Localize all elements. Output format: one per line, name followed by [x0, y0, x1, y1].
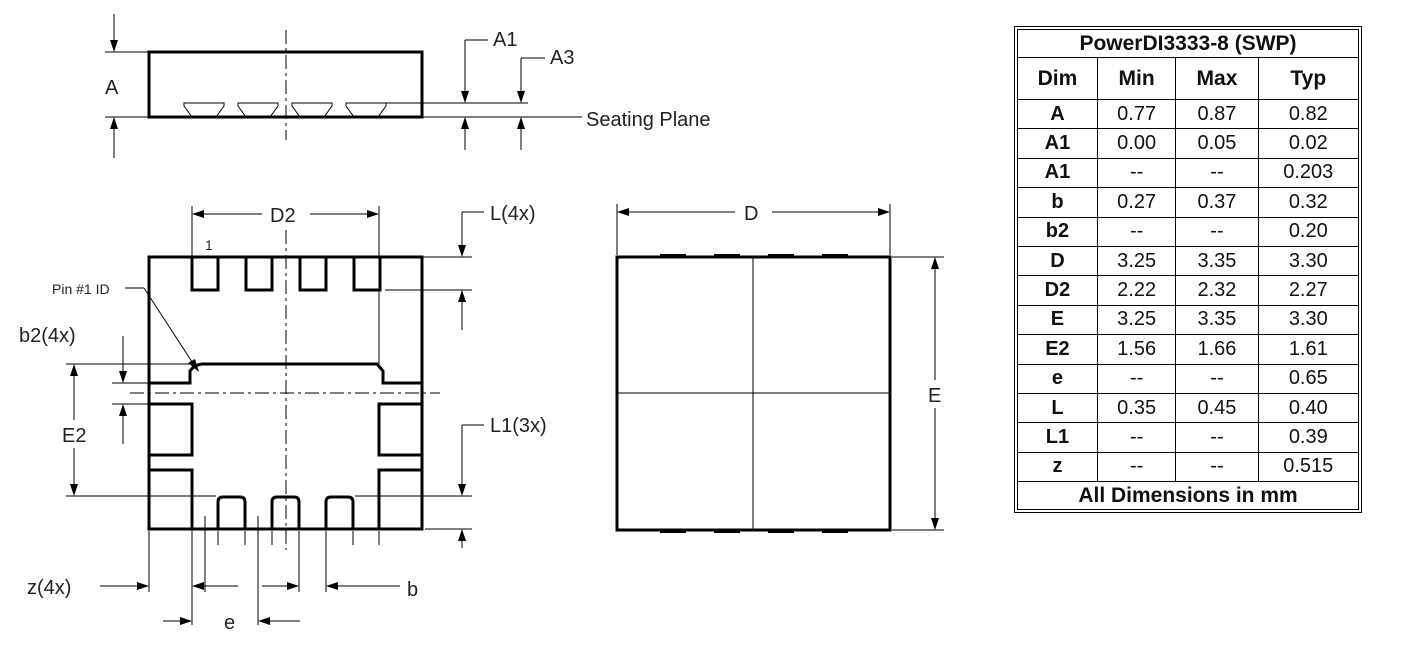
table-row: b2----0.20	[1017, 216, 1360, 247]
table-cell: 1.61	[1257, 334, 1360, 365]
table-cell: --	[1175, 216, 1259, 247]
table-cell: 0.37	[1175, 187, 1259, 218]
top-view: D E	[615, 203, 944, 533]
table-cell: 0.77	[1096, 98, 1177, 130]
table-header-typ: Typ	[1257, 57, 1360, 100]
table-cell: 0.45	[1175, 392, 1259, 424]
dim-label-A: A	[105, 77, 119, 99]
table-row: L1----0.39	[1017, 422, 1360, 453]
table-cell: 0.05	[1175, 128, 1259, 159]
table-cell: --	[1096, 216, 1177, 247]
table-cell: b2	[1017, 216, 1098, 247]
table-cell: 0.82	[1257, 98, 1360, 130]
table-cell: --	[1175, 422, 1259, 453]
table-cell: 2.32	[1175, 275, 1259, 306]
bottom-view: 1 D2 L(4x) Pin #1 ID b2(4x)	[19, 203, 547, 634]
dim-label-A3: A3	[550, 47, 574, 69]
table-row: A1----0.203	[1017, 157, 1360, 189]
table-cell: 0.40	[1257, 392, 1360, 424]
table-cell: 0.87	[1175, 98, 1259, 130]
table-cell: b	[1017, 187, 1098, 218]
side-view: A A1 A3 Seating Plane	[105, 14, 711, 158]
side-view-leads	[183, 102, 387, 118]
pin-1-number: 1	[205, 237, 213, 253]
table-cell: 0.32	[1257, 187, 1360, 218]
table-cell: 1.56	[1096, 334, 1177, 365]
table-cell: L	[1017, 392, 1098, 424]
table-cell: 0.27	[1096, 187, 1177, 218]
table-row: e----0.65	[1017, 363, 1360, 394]
table-cell: --	[1175, 451, 1259, 483]
dim-label-D: D	[744, 203, 758, 225]
dim-label-L-4x: L(4x)	[490, 203, 536, 225]
top-pads	[190, 255, 382, 292]
dim-label-E: E	[928, 385, 941, 407]
table-row: z----0.515	[1017, 451, 1360, 483]
table-cell: 3.30	[1257, 245, 1360, 277]
table-cell: A1	[1017, 157, 1098, 189]
table-footer: All Dimensions in mm	[1017, 481, 1359, 511]
table-cell: 0.00	[1096, 128, 1177, 159]
table-cell: D	[1017, 245, 1098, 277]
table-header-max: Max	[1175, 57, 1259, 100]
table-cell: 0.39	[1257, 422, 1360, 453]
table-header-min: Min	[1096, 57, 1177, 100]
table-cell: z	[1017, 451, 1098, 483]
table-cell: 0.203	[1257, 157, 1360, 189]
table-cell: A1	[1017, 128, 1098, 159]
table-cell: L1	[1017, 422, 1098, 453]
table-cell: A	[1017, 98, 1098, 130]
dim-label-b: b	[407, 579, 418, 601]
table-cell: e	[1017, 363, 1098, 394]
table-cell: E2	[1017, 334, 1098, 365]
dim-label-b2-4x: b2(4x)	[19, 325, 76, 347]
bottom-pads	[216, 495, 355, 529]
pin-1-id-label: Pin #1 ID	[52, 281, 110, 297]
table-cell: 3.35	[1175, 304, 1259, 336]
table-cell: 3.35	[1175, 245, 1259, 277]
table-cell: 0.35	[1096, 392, 1177, 424]
dim-label-D2: D2	[270, 205, 296, 227]
table-cell: --	[1096, 451, 1177, 483]
table-cell: --	[1175, 157, 1259, 189]
table-cell: 2.22	[1096, 275, 1177, 306]
table-cell: 1.66	[1175, 334, 1259, 365]
table-cell: 0.65	[1257, 363, 1360, 394]
dim-label-E2: E2	[62, 425, 86, 447]
table-cell: 0.515	[1257, 451, 1360, 483]
table-cell: 3.30	[1257, 304, 1360, 336]
table-cell: --	[1096, 157, 1177, 189]
table-cell: 0.20	[1257, 216, 1360, 247]
table-cell: D2	[1017, 275, 1098, 306]
dim-label-L1-3x: L1(3x)	[490, 415, 547, 437]
top-view-lead-tips	[660, 254, 848, 533]
table-cell: 3.25	[1096, 245, 1177, 277]
table-cell: 3.25	[1096, 304, 1177, 336]
table-cell: --	[1175, 363, 1259, 394]
table-cell: E	[1017, 304, 1098, 336]
table-cell: 2.27	[1257, 275, 1360, 306]
dim-label-e: e	[224, 612, 235, 634]
dim-label-A1: A1	[493, 29, 517, 51]
table-cell: --	[1096, 422, 1177, 453]
table-cell: 0.02	[1257, 128, 1360, 159]
seating-plane-label: Seating Plane	[586, 109, 711, 131]
table-cell: --	[1096, 363, 1177, 394]
table-title: PowerDI3333-8 (SWP)	[1017, 29, 1359, 58]
dim-label-z-4x: z(4x)	[27, 577, 71, 599]
table-header-dim: Dim	[1017, 57, 1098, 100]
